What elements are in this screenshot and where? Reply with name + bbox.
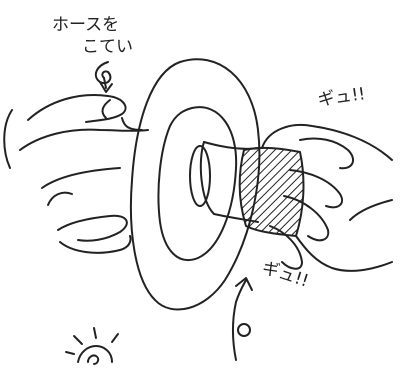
squeeze-label-bottom: ギュ!! [259,258,310,292]
hose-label-arrow [96,62,112,92]
hose-label-line1: ホースを [52,15,119,35]
hose-label-line2: こてい [82,37,133,57]
bottom-arrow [233,278,252,360]
tape-band [240,148,304,236]
left-hand [20,95,148,253]
squeeze-label-top: ギュ!! [317,84,367,110]
lightbulb-icon [66,328,118,364]
left-edge-curve [4,110,12,168]
